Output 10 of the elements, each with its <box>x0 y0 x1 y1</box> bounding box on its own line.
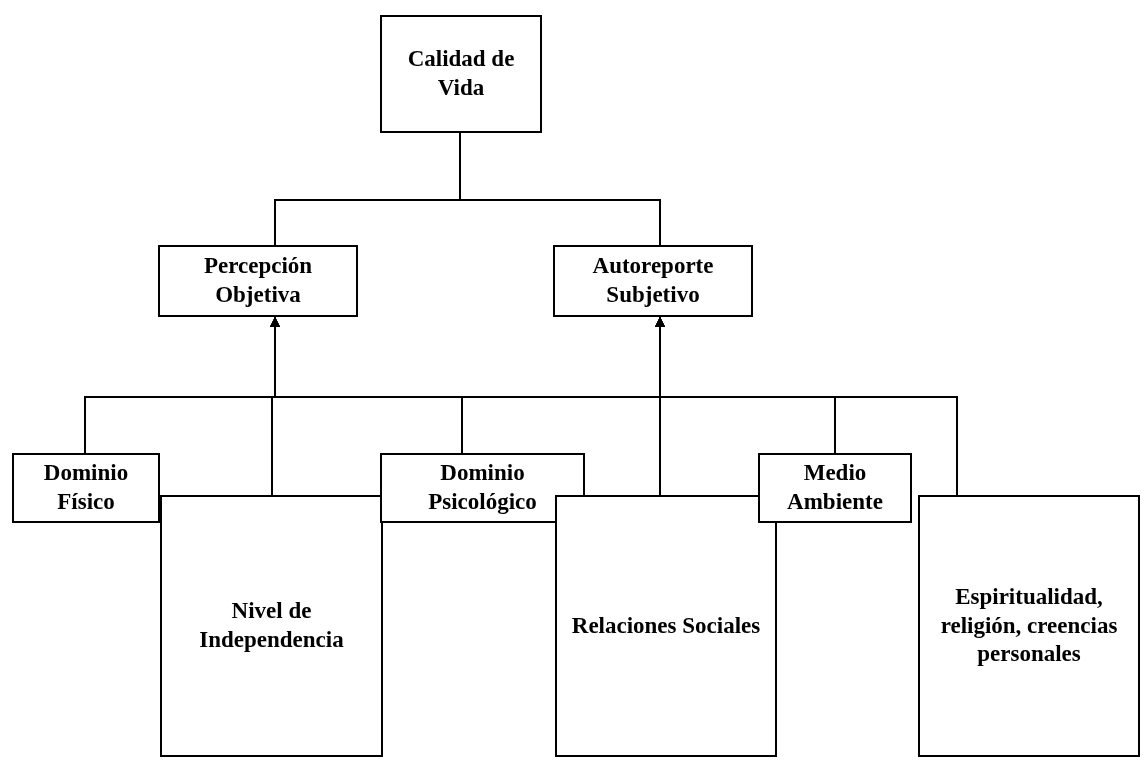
concept-box: Relaciones Sociales <box>555 495 777 757</box>
concept-box: Percepción Objetiva <box>158 245 358 317</box>
concept-box: Dominio Físico <box>12 453 160 523</box>
connector-line <box>459 132 661 246</box>
concept-box: Espiritualidad, religión, creencias personales <box>918 495 1140 757</box>
concept-box: Dominio Psicológico <box>380 453 585 523</box>
concept-box: Calidad de Vida <box>380 15 542 133</box>
concept-box: Nivel de Independencia <box>160 495 383 757</box>
concept-box: Medio Ambiente <box>758 453 912 523</box>
concept-box: Autoreporte Subjetivo <box>553 245 753 317</box>
